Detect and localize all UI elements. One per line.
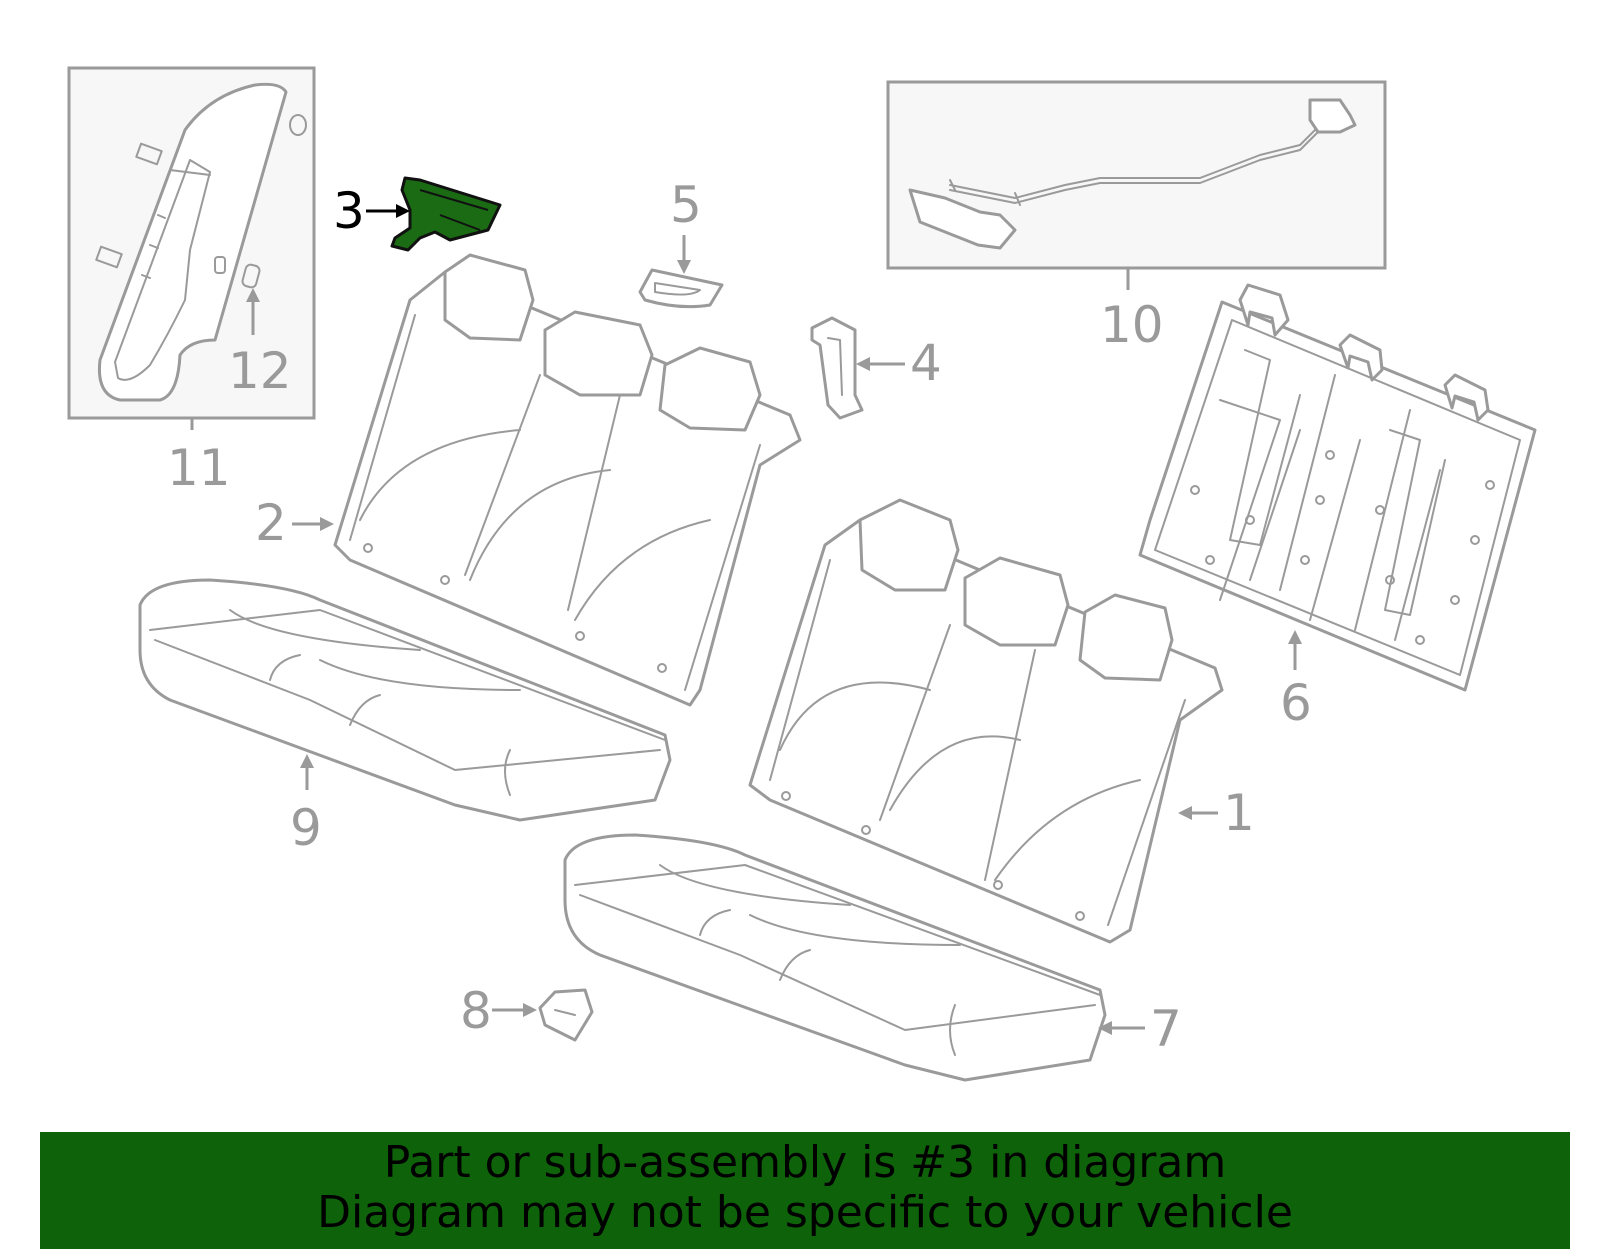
part-4-bracket[interactable] — [810, 316, 864, 420]
part-2-label: 2 — [255, 494, 287, 552]
part-12-arrowhead — [246, 288, 260, 302]
part-4-arrowhead — [856, 357, 870, 371]
part-10-label: 10 — [1100, 296, 1164, 354]
part-6-seat-frame[interactable] — [1138, 283, 1537, 692]
part-9-seat-cushion[interactable] — [138, 578, 672, 822]
part-1-arrowhead — [1178, 806, 1192, 820]
part-3-label: 3 — [333, 182, 365, 240]
part-5-arrowhead — [677, 260, 691, 274]
part-6-label: 6 — [1280, 674, 1312, 732]
part-10-release-cable[interactable] — [886, 80, 1387, 270]
part-3-highlighted-bracket[interactable] — [390, 176, 502, 252]
part-7-label: 7 — [1150, 1000, 1182, 1058]
part-7-arrowhead — [1098, 1021, 1112, 1035]
part-8-clip[interactable] — [538, 988, 594, 1042]
part-8-label: 8 — [460, 982, 492, 1040]
part-11-side-bolster[interactable] — [67, 66, 316, 420]
part-9-label: 9 — [290, 799, 322, 857]
part-4-label: 4 — [910, 334, 942, 392]
part-9-arrowhead — [300, 754, 314, 768]
part-5-label: 5 — [670, 176, 702, 234]
part-12-clip[interactable] — [241, 263, 261, 335]
part-3-arrowhead — [396, 204, 410, 218]
parts-diagram: 12 11 3 5 4 10 — [67, 66, 1537, 1082]
part-6-arrowhead — [1288, 630, 1302, 644]
part-2-arrowhead — [320, 517, 334, 531]
info-banner: Part or sub-assembly is #3 in diagram Di… — [40, 1132, 1570, 1249]
part-11-label: 11 — [167, 439, 231, 497]
part-2-seat-back[interactable] — [333, 253, 802, 707]
part-1-seat-back[interactable] — [748, 498, 1224, 944]
part-12-label: 12 — [228, 342, 292, 400]
banner-line-1: Part or sub-assembly is #3 in diagram — [383, 1137, 1227, 1188]
banner-line-2: Diagram may not be specific to your vehi… — [317, 1187, 1293, 1238]
part-3-shape — [390, 176, 502, 252]
part-8-arrowhead — [523, 1003, 537, 1017]
part-1-label: 1 — [1223, 784, 1255, 842]
part-7-seat-cushion[interactable] — [563, 833, 1107, 1082]
part-5-escutcheon[interactable] — [638, 268, 724, 309]
